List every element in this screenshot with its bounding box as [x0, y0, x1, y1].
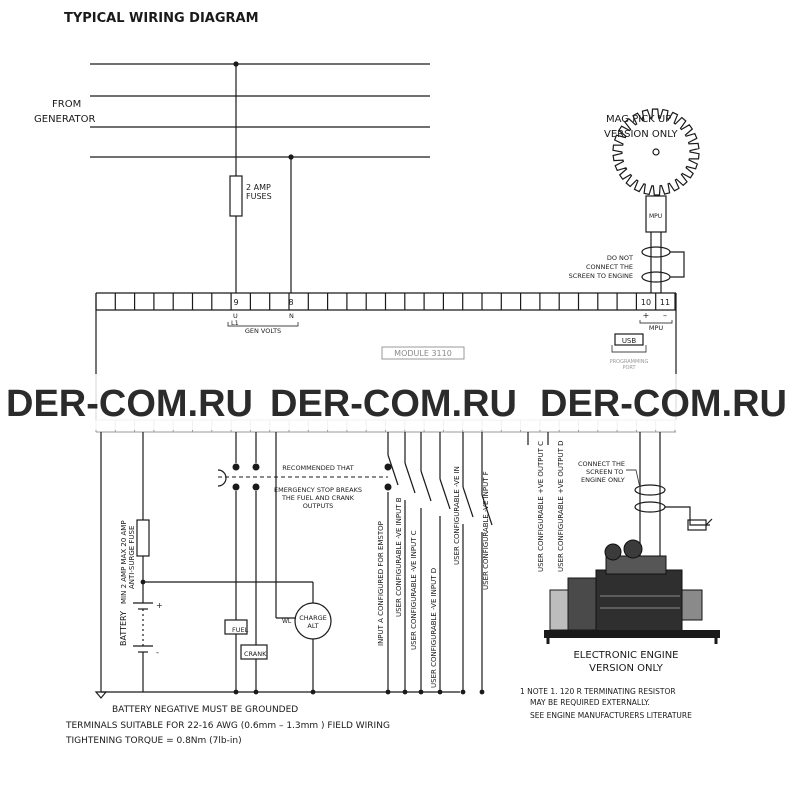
- fuel-label: FUEL: [232, 626, 249, 634]
- battery-label: BATTERY: [119, 611, 128, 646]
- usb-programming: PROGRAMMING: [610, 359, 649, 365]
- output-d-label: USER CONFIGURABLE +VE OUTPUT D: [557, 440, 565, 572]
- watermark-3: DER-COM.RU: [540, 383, 787, 425]
- mpu-plus: +: [643, 311, 650, 320]
- terminal-9: 9: [233, 298, 238, 307]
- input-junction: [460, 689, 466, 695]
- screen-note-top-1: DO NOT: [607, 254, 633, 262]
- mpu-sensor: [645, 195, 667, 233]
- crank-relay: [240, 644, 268, 660]
- usb-port: PORT: [622, 365, 636, 371]
- module-name-box: [381, 346, 465, 360]
- input-switch: [481, 494, 493, 526]
- generator-bus: [90, 61, 430, 160]
- note-resistor-1: 1 NOTE 1. 120 R TERMINATING RESISTOR: [520, 687, 676, 696]
- mag-pickup-line1: MAG PICK UP: [606, 114, 671, 125]
- input-lines: [384, 432, 493, 695]
- usb-port-icon: [614, 333, 644, 346]
- input-switch: [420, 470, 432, 502]
- battery-ground-note: BATTERY NEGATIVE MUST BE GROUNDED: [112, 705, 298, 715]
- engine-icon: [544, 539, 720, 644]
- watermark-2: DER-COM.RU: [270, 383, 517, 425]
- note-resistor-3: SEE ENGINE MANUFACTURERS LITERATURE: [530, 711, 692, 720]
- battery-fuse-line2: ANTI-SURGE FUSE: [128, 526, 136, 589]
- screen-note-bottom-1: CONNECT THE: [578, 460, 625, 468]
- fuses-label-line2: FUSES: [246, 192, 272, 201]
- input-junction: [402, 689, 408, 695]
- terminal-l1: L1: [231, 319, 239, 327]
- gen-volts-label: GEN VOLTS: [245, 327, 281, 335]
- module-name: MODULE 3110: [394, 349, 452, 358]
- input-d-label: USER CONFIGURABLE -VE INPUT D: [430, 568, 438, 688]
- fuse-symbol: [229, 175, 243, 217]
- mpu-minus: –: [663, 311, 667, 320]
- from-generator-line2: GENERATOR: [34, 114, 95, 125]
- fuses-label-line1: 2 AMP: [246, 183, 271, 192]
- screen-note-bottom-3: ENGINE ONLY: [581, 476, 625, 484]
- input-junction: [418, 689, 424, 695]
- wl-label: WL: [282, 618, 292, 625]
- input-switch: [439, 478, 451, 510]
- electronic-engine-line2: VERSION ONLY: [589, 663, 664, 674]
- usb-label: USB: [622, 337, 637, 345]
- screen-note-top-3: SCREEN TO ENGINE: [569, 272, 633, 280]
- recommend-note-4: OUTPUTS: [303, 502, 334, 510]
- mpu-terminal-label: MPU: [649, 324, 664, 332]
- gear-icon: [612, 108, 700, 196]
- gear-outline: [612, 108, 700, 196]
- input-switch: [404, 462, 416, 494]
- input-c-label: USER CONFIGURABLE -VE INPUT C: [410, 530, 418, 650]
- terminal-n: N: [289, 312, 294, 320]
- terminals-note: TERMINALS SUITABLE FOR 22-16 AWG (0.6mm …: [65, 721, 390, 731]
- torque-note: TIGHTENING TORQUE = 0.8Nm (7lb-in): [65, 736, 242, 746]
- battery-plus: +: [156, 601, 163, 610]
- terminal-8: 8: [288, 298, 293, 307]
- terminal-10: 10: [641, 298, 651, 307]
- recommend-note-2: EMERGENCY STOP BREAKS: [274, 486, 362, 494]
- fuse-wires: [229, 64, 292, 293]
- emstop-contact: [384, 483, 392, 491]
- input-switch: [387, 454, 399, 486]
- recommend-note-3: THE FUEL AND CRANK: [281, 494, 355, 502]
- charge-alt-line1: CHARGE: [299, 614, 327, 622]
- mag-pickup-line2: VERSION ONLY: [604, 129, 679, 140]
- input-f-label: USER CONFIGURABLE -VE INPUT F: [482, 471, 490, 590]
- terminal-u: U: [233, 312, 238, 320]
- terminal-11: 11: [660, 298, 670, 307]
- watermark-1: DER-COM.RU: [6, 383, 253, 425]
- input-junction: [479, 689, 485, 695]
- emstop-contact: [384, 463, 392, 471]
- input-junction: [437, 689, 443, 695]
- watermark-band: [0, 374, 800, 430]
- output-lines: [527, 432, 549, 445]
- electronic-engine-line1: ELECTRONIC ENGINE: [573, 650, 678, 661]
- battery-fuse-line1: MIN 2 AMP MAX 20 AMP: [120, 520, 128, 604]
- charge-alt-line2: ALT: [307, 622, 318, 630]
- output-c-label: USER CONFIGURABLE +VE OUTPUT C: [537, 441, 545, 572]
- input-junction: [385, 689, 391, 695]
- top-terminal-strip: [95, 293, 676, 310]
- mpu-cable: [641, 232, 685, 293]
- from-generator-line1: FROM: [52, 99, 81, 110]
- diagram-title: TYPICAL WIRING DIAGRAM: [64, 11, 259, 26]
- input-e-label: USER CONFIGURABLE -VE IN: [453, 466, 461, 565]
- screen-note-bottom-2: SCREEN TO: [586, 468, 623, 476]
- battery-circuit: [94, 432, 460, 699]
- mpu-box-label: MPU: [649, 213, 662, 220]
- input-switch: [462, 486, 474, 518]
- recommend-note-1: RECOMMENDED THAT: [282, 464, 353, 472]
- battery-fuse-symbol: [136, 519, 150, 557]
- input-b-label: USER CONFIGURABLE -VE INPUT B: [395, 497, 403, 617]
- note-resistor-2: MAY BE REQUIRED EXTERNALLY.: [530, 698, 650, 707]
- emstop-fuel-crank: [217, 432, 388, 695]
- screen-note-top-2: CONNECT THE: [586, 263, 633, 271]
- battery-minus: -: [156, 648, 159, 657]
- crank-label: CRANK: [244, 650, 267, 658]
- input-a-label: INPUT A CONFIGURED FOR EMSTOP: [377, 521, 385, 646]
